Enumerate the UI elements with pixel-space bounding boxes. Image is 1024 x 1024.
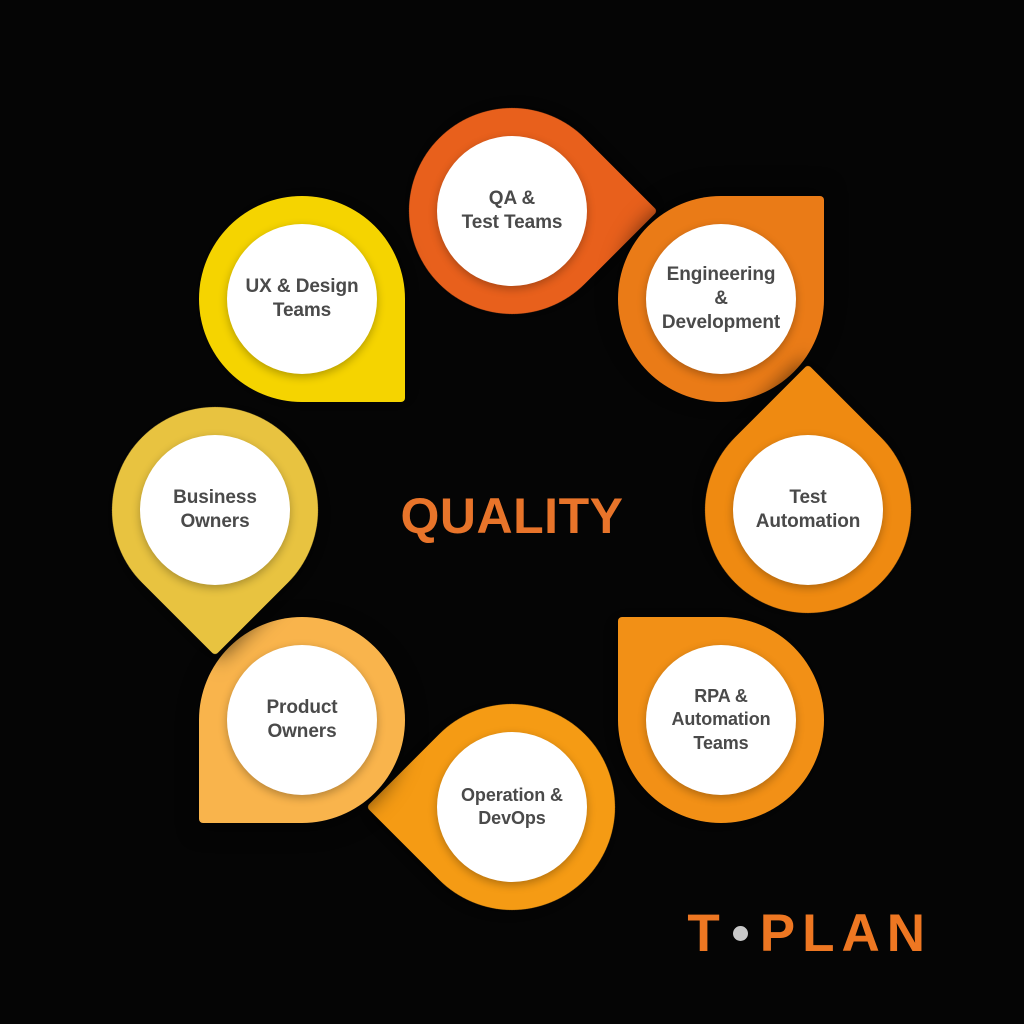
pin-label: Test Automation — [755, 486, 861, 532]
center-title: QUALITY — [400, 488, 624, 544]
pin-label: Engineering & Development — [661, 263, 781, 334]
pin-face: UX & Design Teams — [227, 224, 377, 374]
pin-product-owners[interactable]: Product Owners — [199, 617, 405, 823]
pin-face: Operation & DevOps — [437, 732, 587, 882]
pin-face: Engineering & Development — [646, 224, 796, 374]
pin-ux-design-teams[interactable]: UX & Design Teams — [199, 196, 405, 402]
pin-label: QA & Test Teams — [461, 187, 563, 233]
pin-face: QA & Test Teams — [437, 136, 587, 286]
pin-label: Product Owners — [266, 696, 338, 742]
tplan-logo: T PLAN — [687, 903, 932, 964]
pin-qa-test-teams[interactable]: QA & Test Teams — [366, 65, 658, 357]
pin-test-automation[interactable]: Test Automation — [662, 364, 954, 656]
pin-operation-devops[interactable]: Operation & DevOps — [366, 661, 658, 953]
pin-face: RPA & Automation Teams — [646, 645, 796, 795]
logo-t-text: T — [687, 904, 727, 963]
center-hub: QUALITY — [0, 487, 1024, 545]
pin-face: Business Owners — [140, 435, 290, 585]
pin-face: Product Owners — [227, 645, 377, 795]
pin-label: UX & Design Teams — [245, 275, 359, 321]
pin-face: Test Automation — [733, 435, 883, 585]
pin-label: Business Owners — [173, 486, 257, 532]
pin-rpa-automation-teams[interactable]: RPA & Automation Teams — [618, 617, 824, 823]
logo-dot-icon — [732, 926, 748, 941]
pin-label: Operation & DevOps — [461, 784, 563, 828]
pin-label: RPA & Automation Teams — [671, 686, 771, 753]
pin-business-owners[interactable]: Business Owners — [69, 364, 361, 656]
logo-plan-text: PLAN — [759, 904, 932, 963]
pin-engineering-development[interactable]: Engineering & Development — [618, 196, 824, 402]
